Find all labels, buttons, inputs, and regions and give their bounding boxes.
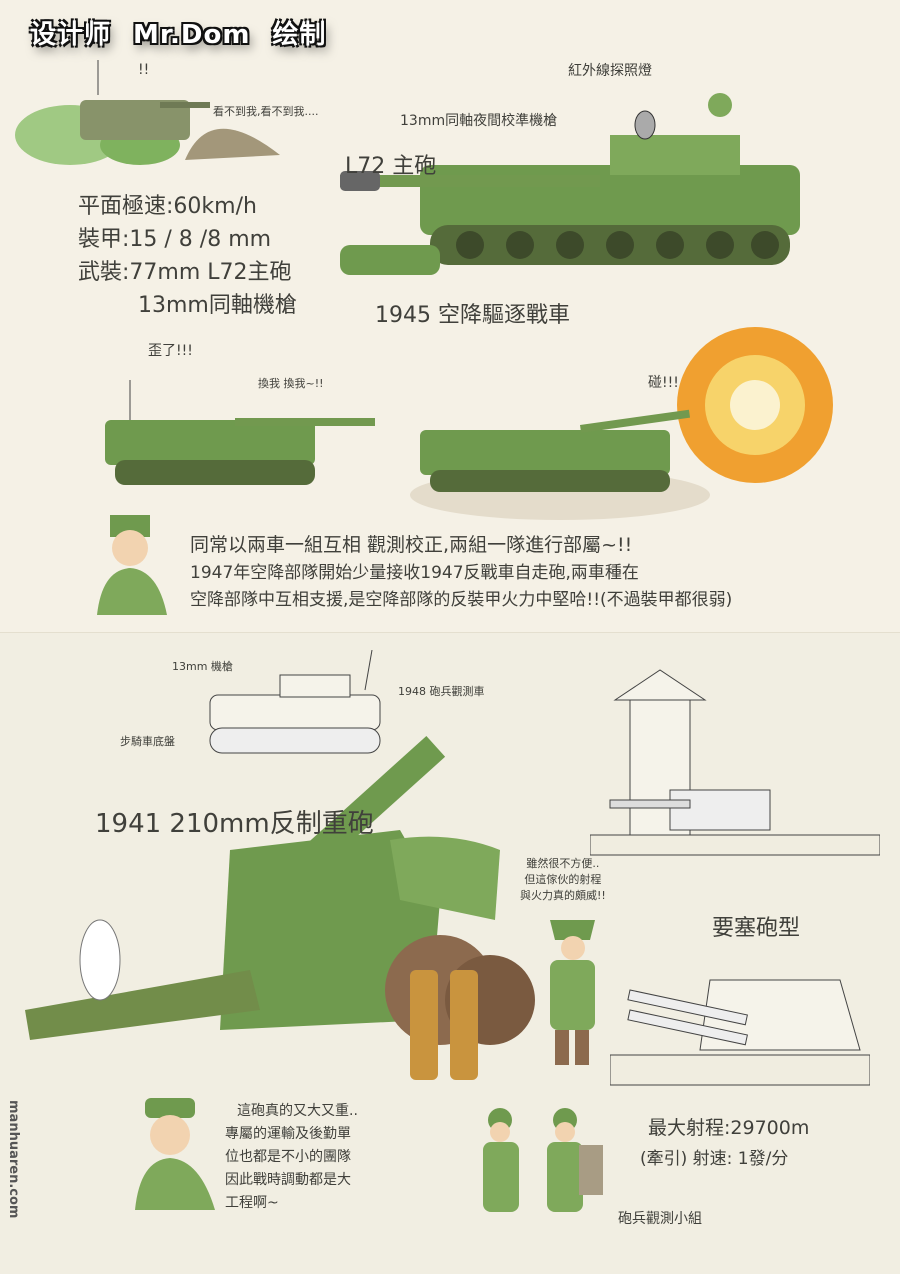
narration-line: 同常以兩車一組互相 觀測校正,兩組一隊進行部屬~!! bbox=[190, 534, 633, 556]
speech-line: 位也都是不小的團隊 bbox=[225, 1149, 351, 1165]
spec-armament-mg: 13mm同軸機槍 bbox=[138, 293, 297, 318]
speech-line: 工程啊~ bbox=[225, 1195, 279, 1211]
label-coaxial-mg: 13mm同軸夜間校準機槍 bbox=[400, 113, 558, 129]
speech-line: 專屬的運輸及後勤單 bbox=[225, 1126, 351, 1142]
hidden-tank-illustration bbox=[15, 60, 280, 165]
narration-line: 空降部隊中互相支援,是空降部隊的反裝甲火力中堅哈!!(不過裝甲都很弱) bbox=[190, 590, 733, 610]
author-credit: 设计师 Mr.Dom 绘制 bbox=[30, 14, 348, 51]
speech-line: 因此戰時調動都是大 bbox=[225, 1172, 351, 1188]
soldier-rifle-illustration bbox=[550, 920, 595, 1065]
watermark: manhuaren.com bbox=[6, 1100, 21, 1219]
speech-line: 雖然很不方便.. bbox=[526, 857, 600, 870]
fortress-gun-tower-illustration bbox=[590, 669, 880, 856]
soldier-portrait-top bbox=[97, 515, 167, 615]
narration: 同常以兩車一組互相 觀測校正,兩組一隊進行部屬~!! 1947年空降部隊開始少量… bbox=[190, 530, 732, 614]
speech-line: 但這傢伙的射程 bbox=[524, 873, 602, 886]
credit-name: Mr.Dom bbox=[133, 20, 251, 50]
observation-vehicle-illustration bbox=[209, 650, 381, 754]
officer-portrait-bottom bbox=[135, 1098, 215, 1210]
label-ir-searchlight: 紅外線探照燈 bbox=[568, 63, 652, 79]
spec-armor: 裝甲:15 / 8 /8 mm bbox=[78, 227, 272, 252]
howitzer-specs: 最大射程:29700m (牽引) 射速: 1發/分 bbox=[640, 1112, 809, 1174]
tank-specs: 平面極速:60km/h 裝甲:15 / 8 /8 mm 武裝:77mm L72主… bbox=[78, 190, 297, 322]
spec-rate: (牽引) 射速: 1發/分 bbox=[640, 1149, 789, 1169]
spec-speed: 平面極速:60km/h bbox=[78, 194, 257, 219]
observation-team-illustration bbox=[483, 1108, 603, 1212]
heavy-howitzer-illustration bbox=[25, 735, 535, 1080]
spec-armament: 武裝:77mm L72主砲 bbox=[78, 260, 292, 285]
miss-speech: 歪了!!! bbox=[148, 343, 193, 359]
fortress-label: 要塞砲型 bbox=[712, 916, 801, 941]
speech-line: 與火力真的頗威!! bbox=[520, 889, 606, 902]
credit-drawn: 绘制 bbox=[272, 20, 327, 50]
exclaim-marks: !! bbox=[138, 62, 150, 78]
credit-designer: 设计师 bbox=[30, 20, 112, 50]
howitzer-title: 1941 210mm反制重砲 bbox=[95, 809, 374, 839]
label-observation-vehicle: 1948 砲兵觀測車 bbox=[398, 685, 485, 698]
tank-missing-illustration bbox=[105, 380, 375, 485]
hidden-tank-speech: 看不到我,看不到我.... bbox=[213, 105, 319, 118]
spec-range: 最大射程:29700m bbox=[648, 1117, 810, 1139]
soldier-speech: 雖然很不方便.. 但這傢伙的射程 與火力真的頗威!! bbox=[520, 855, 606, 903]
label-obs-mg: 13mm 機槍 bbox=[172, 660, 233, 673]
label-chassis: 步騎車底盤 bbox=[120, 735, 175, 748]
team-label: 砲兵觀測小組 bbox=[618, 1211, 702, 1227]
narration-line: 1947年空降部隊開始少量接收1947反戰車自走砲,兩車種在 bbox=[190, 563, 639, 583]
fortress-turret-illustration bbox=[610, 979, 870, 1086]
airborne-tank-destroyer-illustration bbox=[340, 93, 800, 275]
swap-speech: 換我 換我~!! bbox=[258, 377, 324, 390]
label-main-gun: L72 主砲 bbox=[345, 154, 437, 179]
boom-sfx: 碰!!! bbox=[648, 375, 679, 391]
officer-speech: 這砲真的又大又重.. 專屬的運輸及後勤單 位也都是不小的團隊 因此戰時調動都是大… bbox=[225, 1100, 358, 1215]
tank-title: 1945 空降驅逐戰車 bbox=[375, 303, 570, 328]
speech-line: 這砲真的又大又重.. bbox=[237, 1103, 358, 1119]
tank-firing-illustration bbox=[410, 327, 833, 520]
